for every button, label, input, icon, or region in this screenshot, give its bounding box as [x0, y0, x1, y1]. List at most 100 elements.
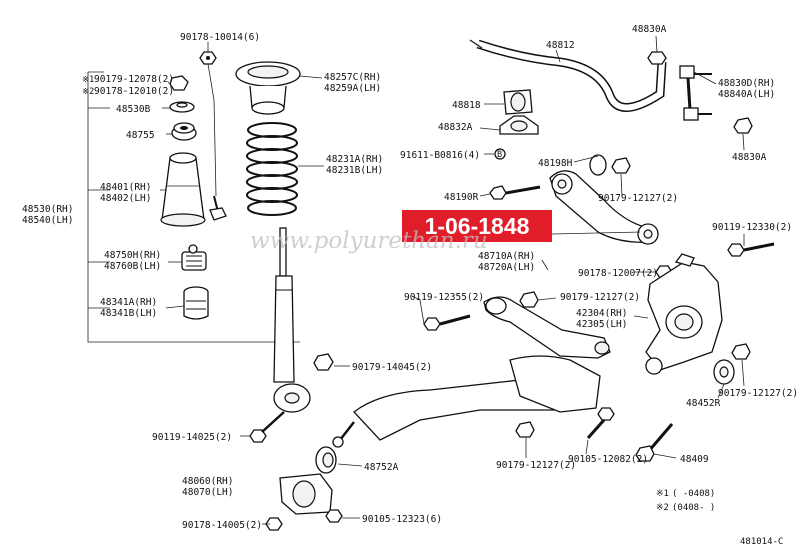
nut-90179-12127-a [611, 157, 631, 174]
strut-assembly-bracket [87, 71, 300, 343]
footnote-2-mark: ※2 [656, 503, 669, 513]
label-90179-12127-b: 90179-12127(2) [560, 292, 640, 303]
footnote-mark-2: ※2 [82, 87, 94, 97]
label-48530: 48530(RH) [22, 204, 73, 215]
bolt-91611-B0816: B [494, 148, 506, 160]
bracket-48060 [265, 473, 343, 531]
label-48060: 48060(RH) [182, 476, 233, 487]
label-48750H: 48750H(RH) [104, 250, 161, 261]
label-48755: 48755 [126, 130, 155, 141]
label-48259A: 48259A(LH) [324, 83, 381, 94]
label-91611-B0816: 91611-B0816(4) [400, 150, 480, 161]
bolt-48190R [489, 185, 541, 200]
label-90178-10014: 90178-10014(6) [180, 32, 260, 43]
lower-control-arm [332, 355, 601, 448]
nut-90179-14045 [313, 353, 334, 371]
leader-lines [160, 35, 745, 525]
label-48341A: 48341A(RH) [100, 297, 157, 308]
label-48231A: 48231A(RH) [326, 154, 383, 165]
label-90119-12355: 90119-12355(2) [404, 292, 484, 303]
bushing-48198H [589, 154, 607, 176]
stabilizer-link-48830D [679, 65, 712, 121]
label-48198H: 48198H [538, 158, 573, 169]
part-labels: 90178-10014(6) 48257C(RH) 48259A(LH) ※1 … [22, 24, 798, 531]
label-48720A: 48720A(LH) [478, 262, 535, 273]
bumper-48750H [181, 244, 207, 271]
label-48409: 48409 [680, 454, 709, 465]
label-48840A: 48840A(LH) [718, 89, 775, 100]
lower-arm-48710A [483, 296, 611, 359]
steering-knuckle-42304 [645, 253, 723, 375]
label-48231B: 48231B(LH) [326, 165, 383, 176]
label-48830A-top: 48830A [632, 24, 667, 35]
bolt-90119-14025 [249, 411, 285, 443]
bearing-48755 [171, 122, 197, 141]
label-90105-12082: 90105-12082(2) [568, 454, 648, 465]
footnotes: ※1 ( -0408) ※2 (0408- ) [656, 489, 715, 513]
upper-control-arm [549, 170, 659, 245]
nut-90179-12127-d [731, 343, 751, 360]
svg-text:B: B [497, 150, 502, 160]
watermark: www.polyurethan.ru [250, 228, 488, 254]
label-48830A-bottom: 48830A [732, 152, 767, 163]
figure-code: 481014-C [740, 537, 783, 547]
label-48401: 48401(RH) [100, 182, 151, 193]
label-48341B: 48341B(LH) [100, 308, 157, 319]
coil-spring-48231A [246, 122, 298, 216]
footnote-1-range: ( -0408) [672, 489, 715, 499]
label-42304: 42304(RH) [576, 308, 627, 319]
label-48540: 48540(LH) [22, 215, 73, 226]
label-90179-12127-c: 90179-12127(2) [496, 460, 576, 471]
bolt-90119-12355 [423, 314, 471, 331]
footnote-mark-1: ※1 [82, 75, 94, 85]
label-90119-12330: 90119-12330(2) [712, 222, 792, 233]
label-90105-12323: 90105-12323(6) [362, 514, 442, 525]
nut-48830A-top [647, 51, 667, 65]
label-48832A: 48832A [438, 122, 473, 133]
nut-48830A-bottom [733, 117, 753, 134]
label-48070: 48070(LH) [182, 487, 233, 498]
label-48812: 48812 [546, 40, 575, 51]
washer-48530B [169, 101, 195, 113]
label-90178-12007: 90178-12007(2) [578, 268, 658, 279]
label-90179-12078: 90179-12078(2) [94, 74, 174, 85]
label-48830D: 48830D(RH) [718, 78, 775, 89]
nut-90178-10014 [199, 51, 217, 65]
highlight-part-number-text: 1-06-1848 [425, 213, 530, 239]
stud-insulator [209, 195, 227, 221]
nut-90179-12127-b [519, 291, 539, 308]
label-42305: 42305(LH) [576, 319, 627, 330]
label-48402: 48402(LH) [100, 193, 151, 204]
bolt-90119-12330 [727, 242, 775, 257]
label-48257C: 48257C(RH) [324, 72, 381, 83]
bushing-48818 [503, 89, 533, 115]
label-90179-14045: 90179-14045(2) [352, 362, 432, 373]
bushing-48752A [315, 446, 337, 474]
footnote-2-range: (0408- ) [672, 503, 715, 513]
bolt-90105-12082 [586, 407, 615, 439]
footnote-1-mark: ※1 [656, 489, 669, 499]
strut-mount-48257C [235, 61, 301, 115]
label-48710A: 48710A(RH) [478, 251, 535, 262]
label-48530B: 48530B [116, 104, 151, 115]
label-90178-12010: 90178-12010(2) [94, 86, 174, 97]
highlight-part-number: 1-06-1848 [402, 210, 552, 242]
label-48818: 48818 [452, 100, 481, 111]
shock-absorber [273, 227, 311, 413]
insulator-48401 [160, 152, 206, 227]
label-48752A: 48752A [364, 462, 399, 473]
bushing-48452R [713, 359, 735, 385]
label-90178-14005: 90178-14005(2) [182, 520, 262, 531]
label-48452R: 48452R [686, 398, 721, 409]
label-90179-12127-d: 90179-12127(2) [718, 388, 798, 399]
stabilizer-bar-48812 [469, 39, 667, 112]
label-48190R: 48190R [444, 192, 479, 203]
label-90119-14025: 90119-14025(2) [152, 432, 232, 443]
bracket-48832A [499, 115, 539, 135]
nut-90179-12127-c [515, 421, 535, 438]
bolt-48409 [635, 423, 674, 462]
label-90179-12127-a: 90179-12127(2) [598, 193, 678, 204]
label-48760B: 48760B(LH) [104, 261, 161, 272]
bump-stopper-48341A [183, 286, 209, 320]
